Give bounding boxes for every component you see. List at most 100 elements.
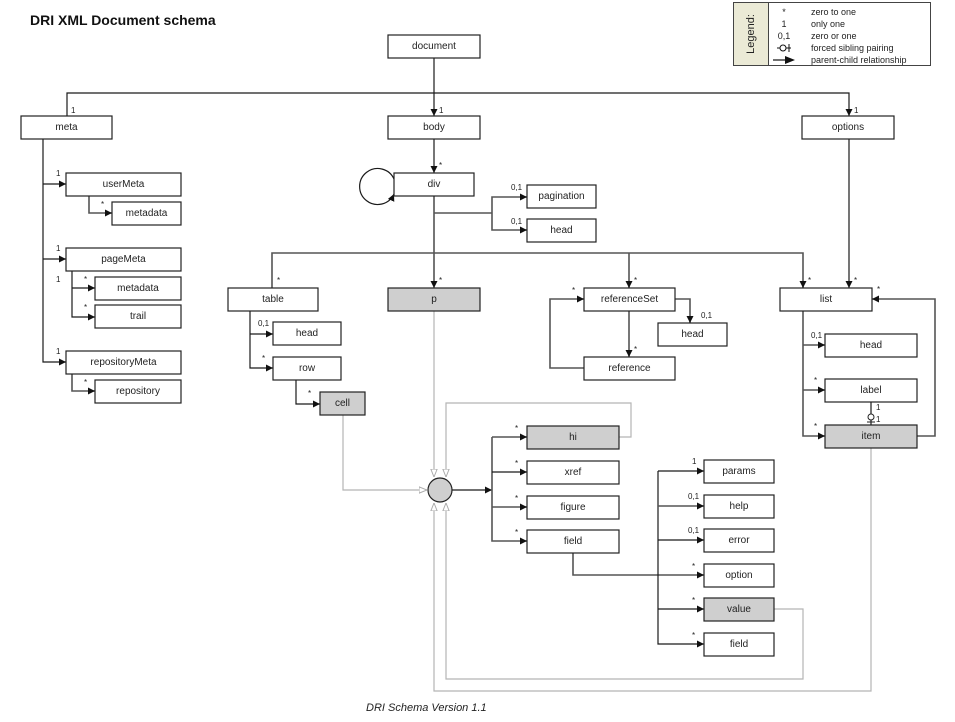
node-options: options bbox=[801, 115, 895, 140]
node-referenceSet-head: head bbox=[657, 322, 728, 347]
edge-usermeta-metadata bbox=[88, 196, 112, 217]
forced-sibling-pairing-icon bbox=[769, 42, 799, 57]
edge-children-bar bbox=[271, 252, 807, 288]
legend-text: parent-child relationship bbox=[811, 55, 907, 65]
multiplicity-referenceSet: * bbox=[634, 276, 637, 285]
multiplicity-pagination: 0,1 bbox=[511, 183, 523, 192]
node-label: item bbox=[862, 431, 881, 442]
node-box bbox=[319, 391, 366, 416]
node-box bbox=[272, 321, 342, 346]
node-box bbox=[779, 287, 873, 312]
node-box bbox=[387, 287, 481, 312]
legend-symbol: 0,1 bbox=[777, 31, 791, 41]
node-label: row bbox=[299, 363, 316, 374]
node-label: help bbox=[730, 501, 749, 512]
diagram-caption: DRI Schema Version 1.1 bbox=[366, 702, 487, 714]
node-cell: cell bbox=[319, 391, 366, 416]
node-box bbox=[65, 350, 182, 375]
node-box bbox=[65, 172, 182, 197]
node-label: options bbox=[832, 122, 864, 133]
node-label: option bbox=[725, 570, 752, 581]
node-box bbox=[526, 495, 620, 520]
node-list: list bbox=[779, 287, 873, 312]
multiplicity-xref: * bbox=[515, 459, 518, 468]
multiplicity-options: 1 bbox=[854, 106, 859, 115]
multiplicity-pair-item: 1 bbox=[876, 415, 881, 424]
node-referenceSet: referenceSet bbox=[583, 287, 676, 312]
edge-field-children bbox=[657, 471, 704, 648]
legend-entry-sibling-pairing: forced sibling pairing bbox=[769, 42, 929, 54]
legend: Legend: * zero to one 1 only one 0,1 zer… bbox=[733, 2, 931, 66]
node-label: head bbox=[550, 225, 572, 236]
multiplicity-body: 1 bbox=[439, 106, 444, 115]
node-value: value bbox=[703, 597, 775, 622]
node-box bbox=[824, 333, 918, 358]
multiplicity-field-child: * bbox=[692, 631, 695, 640]
node-box bbox=[703, 459, 775, 484]
multiplicity-table: * bbox=[277, 276, 280, 285]
node-item: item bbox=[824, 424, 918, 449]
node-meta: meta bbox=[20, 115, 113, 140]
edge-row-cell bbox=[295, 380, 320, 408]
legend-heading: Legend: bbox=[745, 14, 757, 54]
node-box bbox=[111, 201, 182, 226]
node-box bbox=[703, 597, 775, 622]
legend-entry-one: 1 only one bbox=[769, 18, 929, 30]
multiplicity-repository: * bbox=[84, 378, 87, 387]
node-row: row bbox=[272, 356, 342, 381]
node-label: reference bbox=[608, 363, 651, 374]
node-label: error bbox=[728, 535, 750, 546]
edge-repometa-repo bbox=[71, 374, 95, 395]
node-div-head: head bbox=[526, 218, 597, 243]
node-repositoryMeta: repositoryMeta bbox=[65, 350, 182, 375]
node-userMeta-metadata: metadata bbox=[111, 201, 182, 226]
node-label: value bbox=[727, 604, 751, 615]
multiplicity-list-self: * bbox=[877, 285, 880, 294]
node-box bbox=[583, 287, 676, 312]
legend-symbol: * bbox=[782, 7, 786, 17]
multiplicity-label: * bbox=[814, 376, 817, 385]
multiplicity-userMeta: 1 bbox=[56, 169, 61, 178]
multiplicity-list-head: 0,1 bbox=[811, 331, 823, 340]
node-table-head: head bbox=[272, 321, 342, 346]
node-box bbox=[526, 425, 620, 450]
multiplicity-list-options: * bbox=[854, 276, 857, 285]
multiplicity-pair-label: 1 bbox=[876, 403, 881, 412]
node-box bbox=[526, 184, 597, 209]
node-figure: figure bbox=[526, 495, 620, 520]
node-box bbox=[801, 115, 895, 140]
multiplicity-field: * bbox=[515, 528, 518, 537]
node-box bbox=[526, 218, 597, 243]
node-box bbox=[703, 528, 775, 553]
node-label: pageMeta bbox=[101, 254, 146, 265]
node-box bbox=[94, 379, 182, 404]
legend-text: zero to one bbox=[811, 7, 857, 17]
node-label: userMeta bbox=[103, 179, 145, 190]
edge-value-inline bbox=[446, 503, 804, 680]
node-label: trail bbox=[130, 311, 146, 322]
node-label: table bbox=[262, 294, 284, 305]
multiplicity-p: * bbox=[439, 276, 442, 285]
node-label: div bbox=[428, 179, 441, 190]
node-box bbox=[387, 115, 481, 140]
node-params: params bbox=[703, 459, 775, 484]
forced-sibling-pairing-icon bbox=[867, 413, 875, 421]
node-label: xref bbox=[565, 467, 582, 478]
diagram-title: DRI XML Document schema bbox=[30, 12, 216, 28]
multiplicity-userMeta-metadata: * bbox=[101, 200, 104, 209]
legend-text: only one bbox=[811, 19, 846, 29]
arrow-right-icon bbox=[769, 54, 799, 69]
node-label: head bbox=[860, 340, 882, 351]
node-box bbox=[526, 460, 620, 485]
node-label: pagination bbox=[538, 191, 584, 202]
node-box bbox=[393, 172, 475, 197]
edge-item-loop bbox=[872, 295, 936, 437]
node-label: hi bbox=[569, 432, 577, 443]
node-label: figure bbox=[560, 502, 585, 513]
edge-list-trunk bbox=[802, 311, 825, 440]
inline-content-junction bbox=[427, 477, 453, 503]
node-box bbox=[703, 632, 775, 657]
node-pageMeta: pageMeta bbox=[65, 247, 182, 272]
